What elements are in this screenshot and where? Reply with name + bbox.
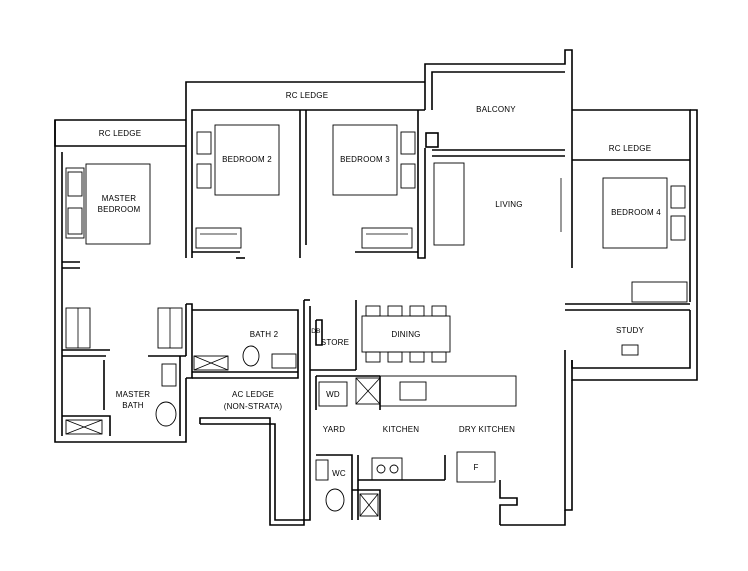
bedroom-3-label: BEDROOM 3 [340,155,390,164]
db-label: DB [311,328,320,335]
interior-walls [62,110,691,526]
rc-ledge-left-label: RC LEDGE [99,129,142,138]
master-bedroom-label-2: BEDROOM [98,205,141,214]
dining-label: DINING [391,330,420,339]
bath-2-label: BATH 2 [250,330,279,339]
fridge-label: F [473,463,478,472]
yard-label: YARD [323,425,345,434]
bedroom-2-label: BEDROOM 2 [222,155,272,164]
balcony-label: BALCONY [476,105,516,114]
store-label: STORE [321,338,349,347]
rc-ledge-top-label: RC LEDGE [286,91,329,100]
study-label: STUDY [616,326,645,335]
rc-ledge-right-label: RC LEDGE [609,144,652,153]
wd-label: WD [326,390,340,399]
master-bath-label-2: BATH [122,401,144,410]
master-bath-label-1: MASTER [116,390,151,399]
furniture [65,124,688,517]
wc-label: WC [332,469,346,478]
master-bedroom-label-1: MASTER [102,194,137,203]
kitchen-label: KITCHEN [383,425,420,434]
ac-ledge-label-2: (NON-STRATA) [224,402,283,411]
ac-ledge-label-1: AC LEDGE [232,390,274,399]
room-labels: RC LEDGE RC LEDGE RC LEDGE BALCONY BEDRO… [98,91,661,478]
bedroom-4-label: BEDROOM 4 [611,208,661,217]
dry-kitchen-label: DRY KITCHEN [459,425,515,434]
outer-walls [54,49,698,526]
living-label: LIVING [495,200,522,209]
